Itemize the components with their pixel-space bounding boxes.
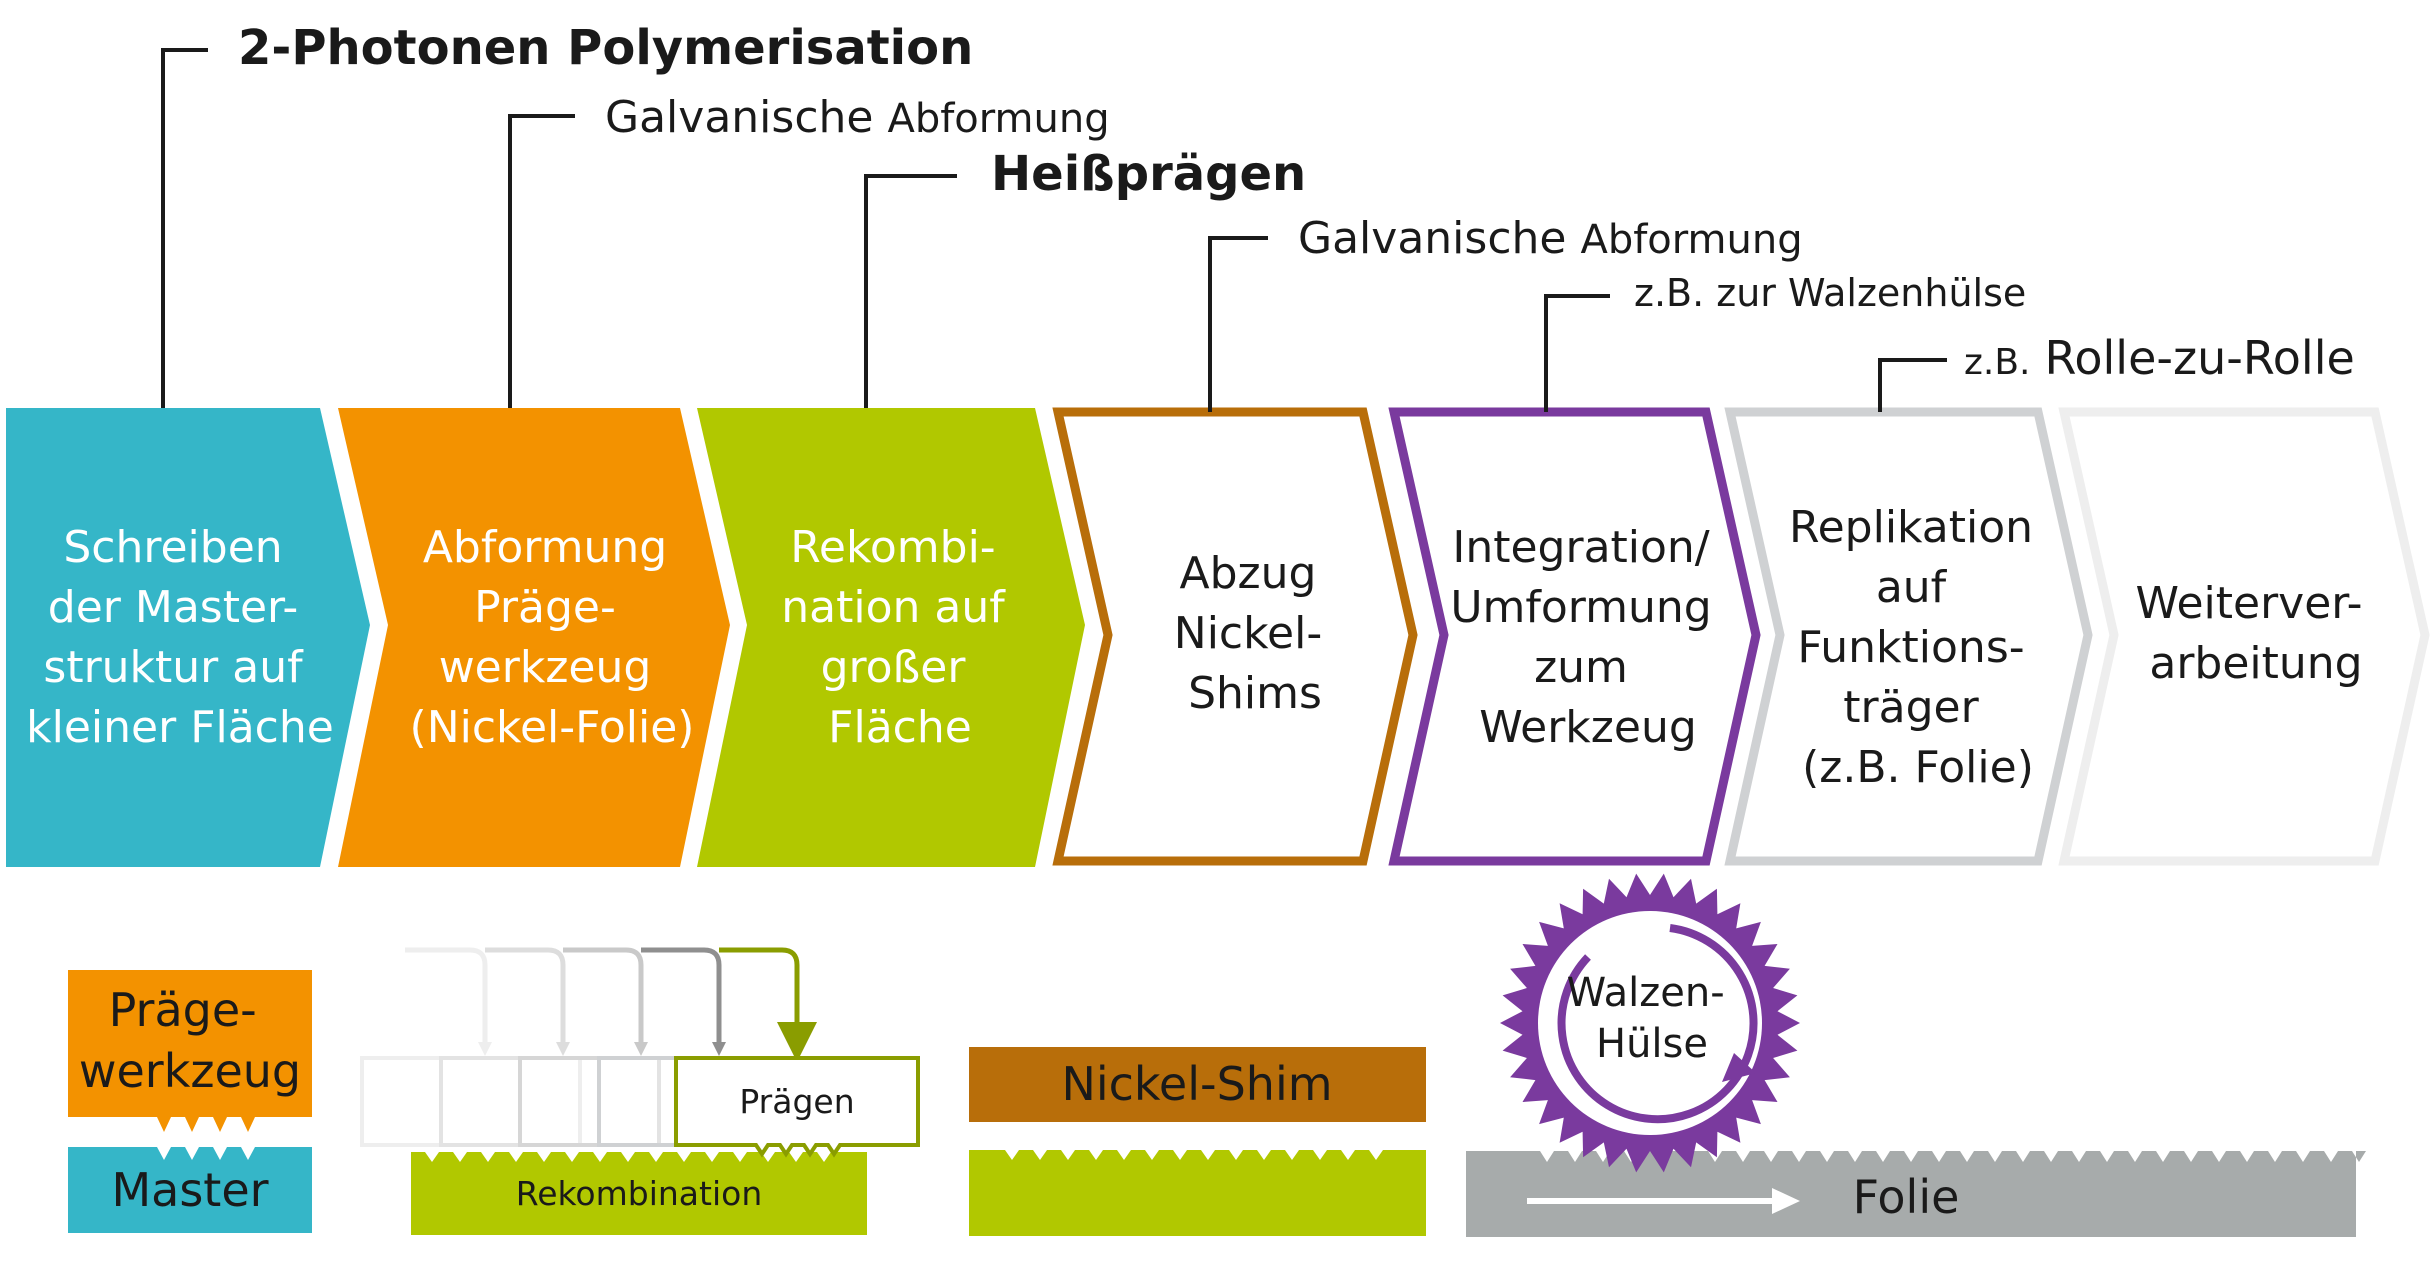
folie-substrate (1466, 1151, 2366, 1237)
step-5-shape (1388, 407, 1761, 866)
praegewerkzeug-block (68, 970, 312, 1132)
recombination-illustration: Rekombination Prägen (360, 947, 920, 1235)
step-1-shape (6, 408, 370, 867)
stamp-ghost-2 (439, 1056, 661, 1147)
step-7-text: Weiterver- arbeitung (2136, 578, 2377, 689)
leader-4 (1208, 236, 1268, 412)
roller-foil-illustration: Folie Walzen- Hülse (1466, 873, 2366, 1237)
master-label: Master (111, 1163, 268, 1217)
nickel-shim-substrate (969, 1150, 1426, 1236)
nickel-shim-block (969, 1047, 1426, 1122)
step-6-shape (1724, 407, 2093, 866)
leader-5 (1544, 294, 1610, 412)
leader-6 (1878, 358, 1947, 412)
nickel-shim-illustration: Nickel-Shim (969, 1047, 1426, 1236)
label-galvanic-1: Galvanische Abformung (605, 92, 1110, 143)
leader-3 (864, 174, 957, 408)
step-1-text: Schreiben der Master- struktur auf klein… (26, 522, 334, 753)
step-2-text: Abformung Präge- werkzeug (Nickel-Folie) (410, 522, 695, 753)
label-2-photon: 2-Photonen Polymerisation (238, 20, 973, 76)
step-arrow-5 (719, 947, 817, 1062)
step-2-shape (338, 408, 730, 867)
step-6-text: Replikation auf Funktions- träger (z.B. … (1789, 502, 2047, 793)
arrowhead-1 (478, 1042, 492, 1056)
label-walzenhuelse: z.B. zur Walzenhülse (1634, 271, 2026, 315)
praegewerkzeug-label: Präge- werkzeug (79, 983, 301, 1098)
walzenhuelse-core (1538, 911, 1762, 1135)
label-galvanic-2: Galvanische Abformung (1298, 213, 1803, 264)
rotation-arrow (1557, 924, 1758, 1124)
step-arrow-4 (641, 947, 722, 1050)
leader-1 (161, 48, 208, 408)
arrowhead-2 (556, 1042, 570, 1056)
step-7-shape (2058, 407, 2430, 866)
step-arrow-3 (563, 947, 644, 1050)
folie-label: Folie (1853, 1170, 1960, 1224)
praegen-stamp (674, 1056, 920, 1158)
step-texts: Schreiben der Master- struktur auf klein… (26, 502, 2377, 793)
master-block (68, 1147, 312, 1233)
tool-master-illustration: Präge- werkzeug Master (68, 970, 312, 1233)
arrowhead-3 (634, 1042, 648, 1056)
step-arrow-1 (405, 947, 488, 1050)
praegen-label: Prägen (739, 1082, 854, 1121)
arrowhead-4 (712, 1042, 726, 1056)
label-rolle-zu-rolle: z.B. Rolle-zu-Rolle (1964, 331, 2355, 385)
stamp-ghost-1 (360, 1056, 582, 1147)
step-4-text: Abzug Nickel- Shims (1174, 548, 1336, 719)
step-4-shape (1052, 407, 1418, 866)
rekombination-substrate (411, 1152, 867, 1235)
step-3-text: Rekombi- nation auf großer Fläche (781, 522, 1018, 753)
step-5-text: Integration/ Umformung zum Werkzeug (1450, 522, 1725, 753)
walzenhuelse-label: Walzen- Hülse (1567, 970, 1738, 1067)
nickel-shim-label: Nickel-Shim (1061, 1057, 1332, 1111)
step-chevrons (6, 407, 2430, 867)
leader-2 (508, 114, 575, 408)
rekombination-label: Rekombination (516, 1174, 763, 1213)
process-labels: 2-Photonen Polymerisation Galvanische Ab… (238, 20, 2355, 385)
rotation-arrowhead (1722, 1053, 1756, 1082)
leader-lines (161, 48, 1947, 412)
step-arrow-2 (485, 947, 566, 1050)
direction-arrow-head (1772, 1188, 1800, 1214)
step-3-shape (697, 408, 1085, 867)
label-heisspraegen: Heißprägen (991, 146, 1306, 202)
